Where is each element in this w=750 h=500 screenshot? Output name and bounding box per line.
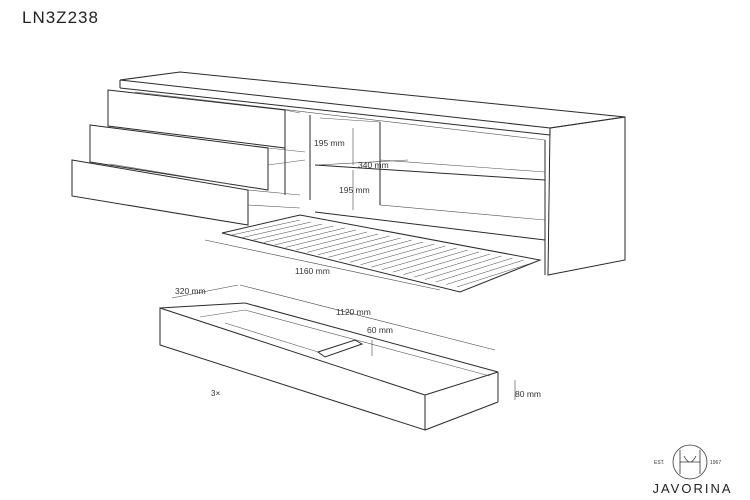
drop-down-flap <box>221 214 542 293</box>
flap-slats <box>231 219 536 288</box>
flap-slat <box>231 219 301 236</box>
dim-195-top: 195 mm <box>314 138 345 148</box>
dim-195-bottom: 195 mm <box>339 185 370 195</box>
dim-340: 340 mm <box>358 160 389 170</box>
brand-logo <box>672 444 708 480</box>
flap-slat <box>328 237 401 258</box>
flap-slat <box>435 257 513 283</box>
drawer-top <box>107 89 301 149</box>
flap-slat <box>274 227 345 246</box>
flap-slat <box>264 225 334 243</box>
flap-slat <box>403 251 480 275</box>
dimension-lines-cabinet <box>204 128 441 291</box>
flap-slat <box>456 261 536 288</box>
dimension-lines-drawer <box>171 284 516 400</box>
dim-320: 320 mm <box>175 286 206 296</box>
flap-slat <box>360 243 435 265</box>
flap-slat <box>446 259 524 285</box>
dim-1160: 1160 mm <box>295 266 330 276</box>
flap-slat <box>317 235 390 256</box>
brand-name: JAVORINA <box>652 481 733 496</box>
product-code: LN3Z238 <box>22 8 99 27</box>
drawer-middle <box>89 124 306 191</box>
brand-est-label: EST. <box>654 460 665 466</box>
dim-80: 80 mm <box>515 389 541 399</box>
dim-60: 60 mm <box>367 325 393 335</box>
dim-1120: 1120 mm <box>336 307 371 317</box>
flap-slat <box>424 255 502 280</box>
flap-slat <box>296 231 368 251</box>
flap-slat <box>253 223 323 241</box>
flap-slat <box>285 229 357 248</box>
flap-slat <box>414 253 491 278</box>
drawer-bottom <box>71 159 301 226</box>
flap-slat <box>339 239 412 261</box>
flap-slat <box>392 249 468 273</box>
cabinet-body <box>119 71 626 276</box>
flap-slat <box>306 233 379 253</box>
flap-slat <box>371 245 446 268</box>
brand-year: 1967 <box>710 460 722 466</box>
loose-drawer <box>159 302 499 431</box>
flap-slat <box>349 241 424 263</box>
flap-slat <box>381 247 457 270</box>
flap-slat <box>242 221 312 238</box>
quantity-label: 3× <box>211 389 221 398</box>
